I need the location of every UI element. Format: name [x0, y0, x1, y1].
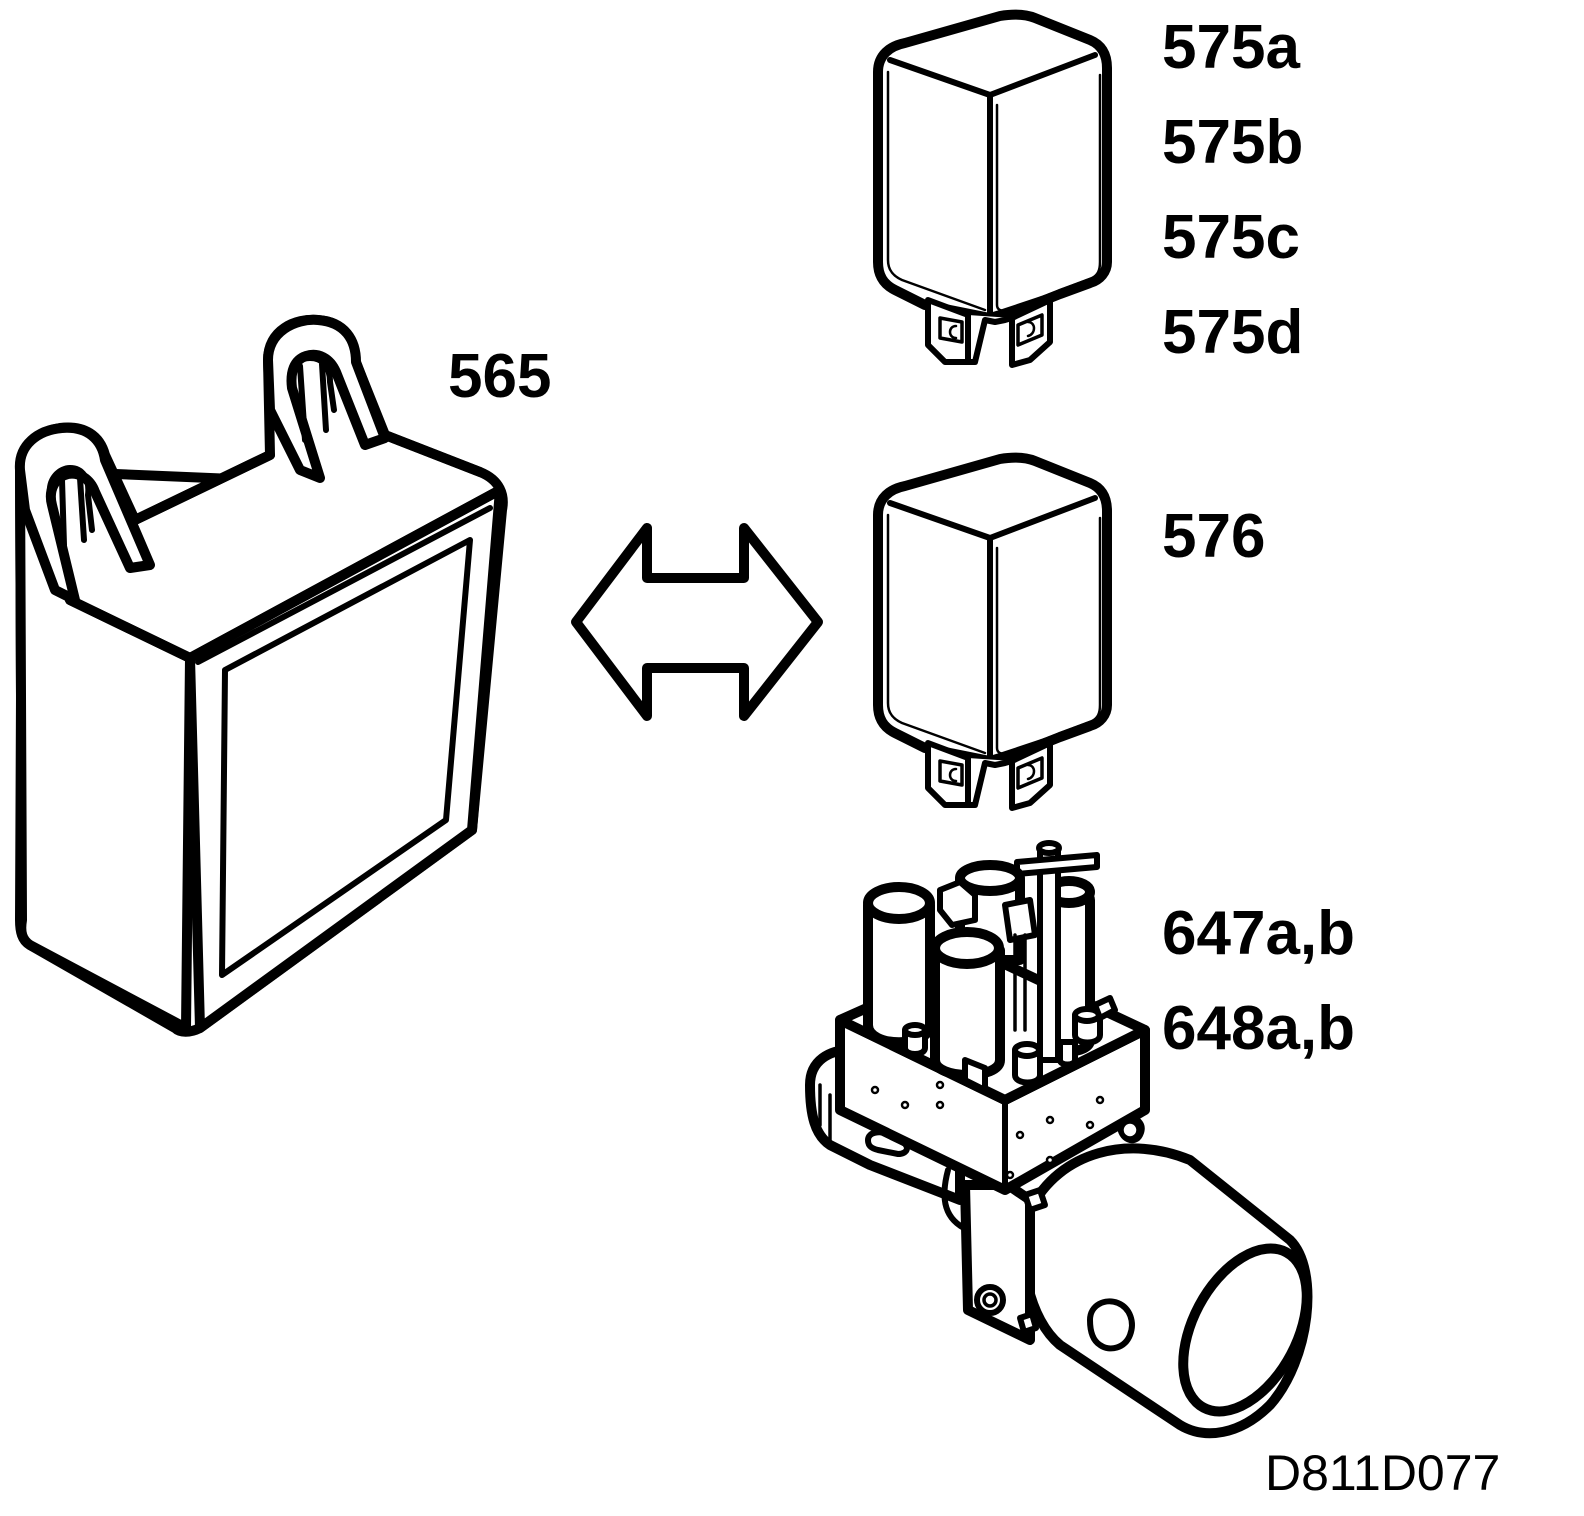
relay-icon — [873, 9, 1112, 368]
relay-icon — [873, 452, 1112, 811]
relay-label-575c: 575c — [1162, 203, 1300, 272]
pump-label-group: 647a,b 648a,b — [1162, 886, 1355, 1076]
control-unit-box-icon — [14, 314, 508, 1037]
relay-label-575b: 575b — [1162, 108, 1304, 177]
figure-reference: D811D077 — [1265, 1445, 1501, 1501]
relay-label-575d: 575d — [1162, 298, 1304, 367]
relay-label-576: 576 — [1162, 502, 1266, 571]
double-headed-arrow-icon — [571, 523, 823, 721]
pump-label-647: 647a,b — [1162, 899, 1356, 968]
control-unit-label: 565 — [448, 342, 552, 411]
relay-label-575a: 575a — [1162, 13, 1300, 82]
pump-label-648: 648a,b — [1162, 994, 1356, 1063]
relay-label-group: 575a 575b 575c 575d — [1162, 0, 1303, 380]
hydraulic-pump-unit-icon — [805, 840, 1313, 1439]
